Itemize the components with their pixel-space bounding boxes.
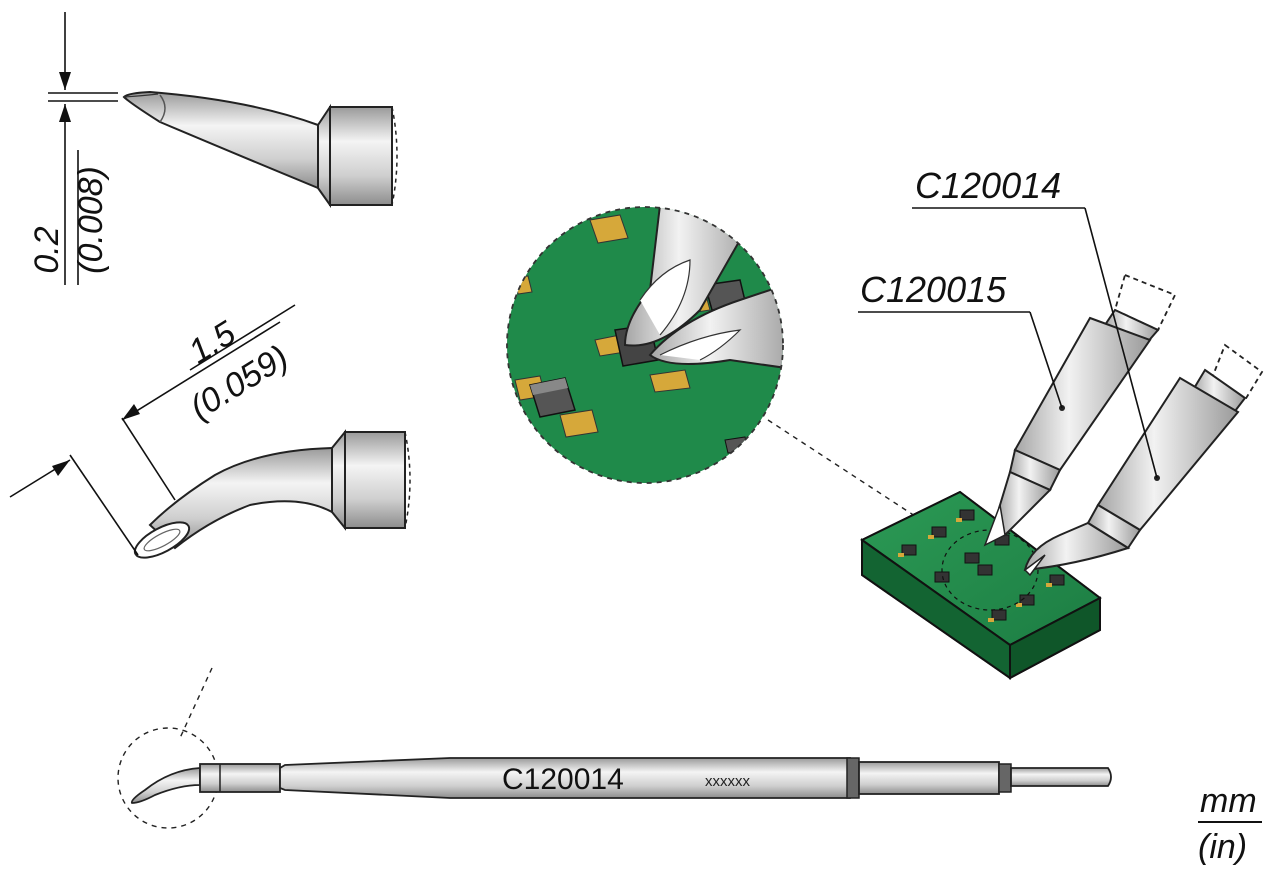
pcb-board (860, 490, 1102, 680)
unit-primary: mm (1200, 782, 1257, 820)
tip-side-view (133, 429, 411, 559)
label-upper-cartridge: C120014 (912, 165, 1158, 479)
cartridge-model-text: C120014 (502, 763, 624, 796)
zoom-detail (506, 206, 784, 484)
unit-secondary: (in) (1198, 828, 1247, 866)
dim-width-in: (0.008) (72, 166, 110, 274)
cartridge-serial-text: xxxxxx (705, 773, 751, 790)
units-legend: mm (in) (1198, 782, 1262, 866)
upper-cartridge-label: C120014 (915, 165, 1061, 206)
tip-top-view (122, 90, 398, 209)
dimension-tip-length: 1.5 (0.059) (9, 304, 296, 556)
tweezer-left (983, 273, 1177, 547)
dim-width-mm: 0.2 (28, 226, 66, 273)
tweezer-right (1023, 343, 1264, 577)
dim-length-mm: 1.5 (182, 314, 242, 371)
label-lower-cartridge: C120015 (858, 269, 1063, 409)
dimension-tip-width: 0.2 (0.008) (28, 12, 118, 285)
lower-cartridge-label: C120015 (860, 269, 1007, 310)
cartridge-full-view: C120014 xxxxxx (117, 667, 1112, 829)
